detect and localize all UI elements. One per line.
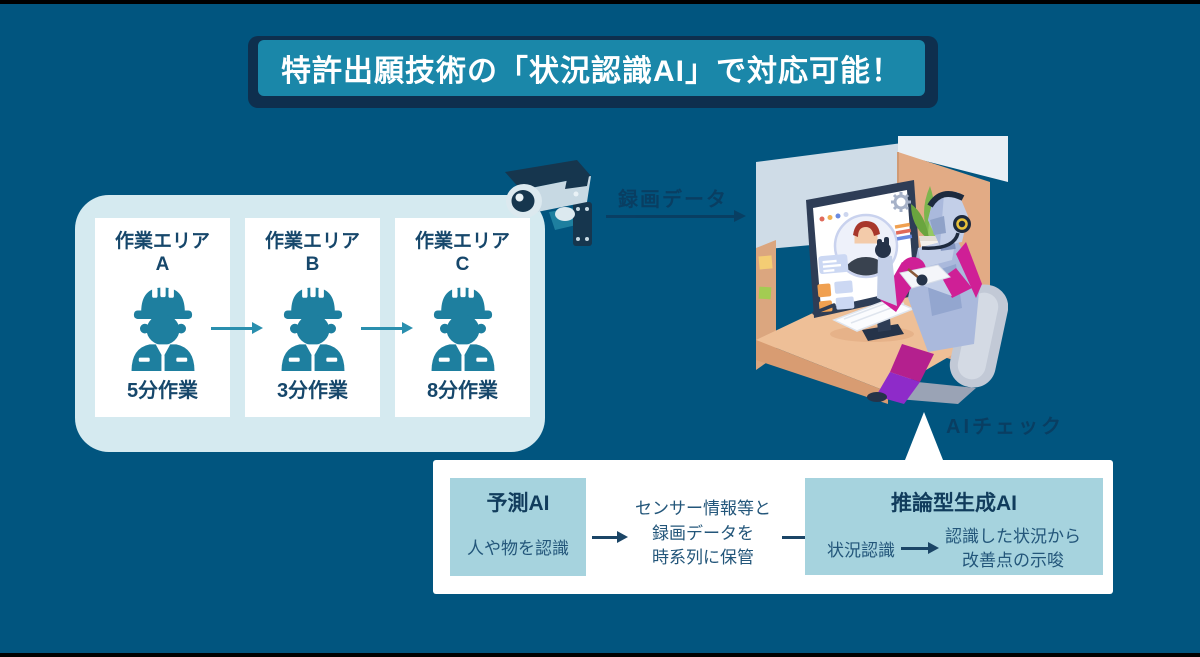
work-area-card-c: 作業エリア C 8分作業 (395, 218, 530, 417)
callout-pointer-icon (905, 412, 943, 460)
work-area-card-b: 作業エリア B 3分作業 (245, 218, 380, 417)
work-duration: 3分作業 (276, 379, 349, 402)
predict-ai-desc: 人や物を認識 (467, 539, 569, 558)
work-duration: 5分作業 (126, 379, 199, 402)
storage-line: 録画データを (652, 523, 754, 543)
construction-worker-icon (274, 279, 352, 371)
work-area-letter: C (455, 253, 470, 275)
inference-ai-title: 推論型生成AI (891, 492, 1017, 515)
improvement-suggestion-text: 認識した状況から 改善点の示唆 (945, 525, 1081, 573)
situation-recognition-label: 状況認識 (827, 541, 895, 561)
recorded-data-label: 録画データ (618, 189, 728, 211)
inference-ai-box: 推論型生成AI 状況認識 認識した状況から 改善点の示唆 (805, 478, 1103, 575)
work-area-letter: B (305, 253, 320, 275)
title-banner-inner: 特許出願技術の「状況認識AI」で対応可能！ (258, 40, 925, 96)
ai-check-label: AIチェック (946, 416, 1064, 438)
storage-line: 時系列に保管 (652, 548, 754, 568)
work-area-card-a: 作業エリア A 5分作業 (95, 218, 230, 417)
bottom-border (0, 653, 1200, 657)
inference-steps-row: 状況認識 認識した状況から 改善点の示唆 (827, 525, 1081, 573)
cctv-camera (497, 152, 611, 265)
work-duration: 8分作業 (426, 379, 499, 402)
storage-step-text: センサー情報等と 録画データを 時系列に保管 (622, 497, 784, 571)
construction-worker-icon (424, 279, 502, 371)
cctv-camera-icon (505, 160, 592, 246)
result-line: 改善点の示唆 (962, 550, 1064, 570)
flow-arrow-icon (901, 542, 939, 555)
work-area-panel: 作業エリア A 5分作業 作業エリア B 3分作業 作業エリア C 8分作業 (75, 195, 545, 452)
predict-ai-title: 予測AI (486, 492, 550, 515)
top-border (0, 0, 1200, 4)
work-area-title: 作業エリア (114, 231, 210, 252)
title-banner: 特許出願技術の「状況認識AI」で対応可能！ (248, 36, 938, 108)
page-title: 特許出願技術の「状況認識AI」で対応可能！ (281, 55, 902, 88)
robot-workstation-illustration (750, 136, 1009, 409)
work-area-letter: A (155, 253, 170, 275)
result-line: 認識した状況から (945, 527, 1081, 546)
work-area-title: 作業エリア (264, 231, 360, 252)
ai-process-flow-box: 予測AI 人や物を認識 センサー情報等と 録画データを 時系列に保管 推論型生成… (433, 460, 1113, 594)
work-area-title: 作業エリア (414, 231, 510, 252)
predict-ai-box: 予測AI 人や物を認識 (450, 478, 586, 576)
robot-workstation-illustration-graphic (756, 136, 1009, 404)
construction-worker-icon (124, 279, 202, 371)
storage-line: センサー情報等と (635, 499, 771, 518)
